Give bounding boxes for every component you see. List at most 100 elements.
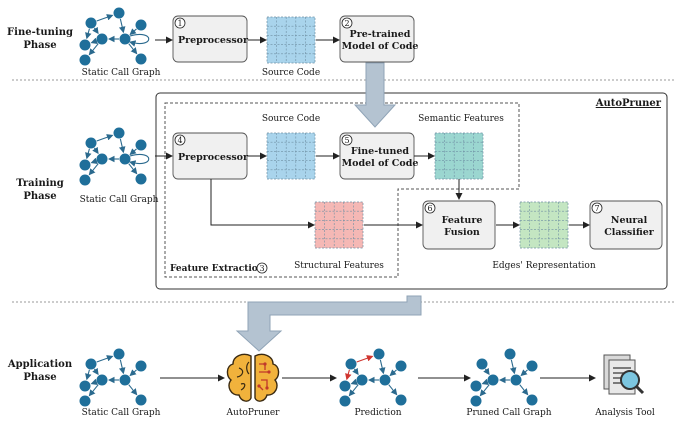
call-edge [348,384,359,397]
step-label: Pre-trained [350,29,411,40]
call-edge [352,367,359,376]
step-number-badge [174,17,186,29]
caption-edges-representation: Edges' Representation [492,261,596,271]
grid-cell-block [435,133,483,179]
call-edge [85,369,92,381]
graph-node [96,374,108,386]
grid-cell-block [520,202,568,248]
call-edge [129,148,137,156]
caption-static-call-graph-fine-tuning: Static Call Graph [82,68,161,78]
graph-node [395,360,407,372]
graph-node [476,358,488,370]
deploy-model-arrow [235,295,422,352]
autopruner-title: AutoPruner [595,98,662,109]
call-edge [88,43,99,56]
call-edge [90,157,98,164]
call-edge [90,37,98,44]
graph-node [356,374,368,386]
call-edge [96,134,114,142]
graph-node [85,17,97,29]
step-number-badge [341,134,353,146]
graph-node [135,360,147,372]
call-edge [85,148,92,160]
caption-static-call-graph-application: Static Call Graph [82,408,161,418]
step-box-frame [172,132,248,180]
caption-analysis-tool: Analysis Tool [594,408,655,418]
pruned-edge [345,369,352,381]
grid-cell-block [267,133,315,179]
call-edge [128,43,138,55]
graph-node [79,54,91,66]
graph-node [96,33,108,45]
autopruner-frame [155,92,668,290]
graph-node [339,380,351,392]
call-edge [129,28,137,36]
step-label: Neural [611,215,648,226]
call-edge [96,14,114,22]
grid-border [266,132,316,180]
brain-icon [226,353,280,402]
pruned-edge [356,355,374,363]
call-edge [129,369,137,377]
call-edge [389,369,397,377]
source-code-grid-training [266,132,316,180]
graph-node [113,348,125,360]
step-label: Feature [442,215,483,226]
graph-node [135,139,147,151]
call-edge [96,355,114,363]
step-number: 4 [177,136,182,145]
step-number: 1 [177,19,182,28]
graph-node [395,394,407,406]
structural-features-grid [314,201,364,249]
prediction-call-graph [339,348,407,407]
call-edge [118,359,126,375]
graph-node [79,174,91,186]
step-box-frame [422,200,496,250]
graph-node [526,394,538,406]
graph-node [113,7,125,19]
graph-node [510,374,522,386]
static-call-graph-application [79,348,147,407]
caption-autopruner: AutoPruner [226,408,281,418]
call-edge [350,378,358,385]
graph-node [470,380,482,392]
step-number-badge [424,202,436,214]
call-edge [88,163,99,176]
source-code-grid-fine-tuning [266,16,316,64]
feature-extraction-label: Feature Extraction [170,264,265,274]
step-label: Preprocessor [178,35,249,46]
step-label: Fusion [444,227,480,238]
graph-node [119,374,131,386]
graph-node [79,39,91,51]
step-number-badge [341,17,353,29]
caption-source-code-training: Source Code [262,114,320,124]
semantic-features-grid [434,132,484,180]
graph-node [135,19,147,31]
graph-node [526,360,538,372]
edges-representation-grid [519,201,569,249]
step-label: Model of Code [342,158,419,169]
feature-extraction-region [164,102,520,278]
graph-node [119,153,131,165]
call-edge [90,378,98,385]
call-edge [85,28,92,40]
grid-border [519,201,569,249]
call-edge [509,359,517,375]
step-box-frame [589,200,663,250]
static-call-graph-training [79,127,150,186]
step-number: 2 [344,19,349,28]
step-number: 5 [344,136,349,145]
graph-node [135,53,147,65]
pruned-call-graph [470,348,538,407]
graph-node [85,137,97,149]
step-label: Fine-tuned [351,146,409,157]
step-number: 7 [594,204,599,213]
step-label: Classifier [604,227,655,238]
graph-node [113,127,125,139]
graph-node [345,358,357,370]
graph-node [487,374,499,386]
